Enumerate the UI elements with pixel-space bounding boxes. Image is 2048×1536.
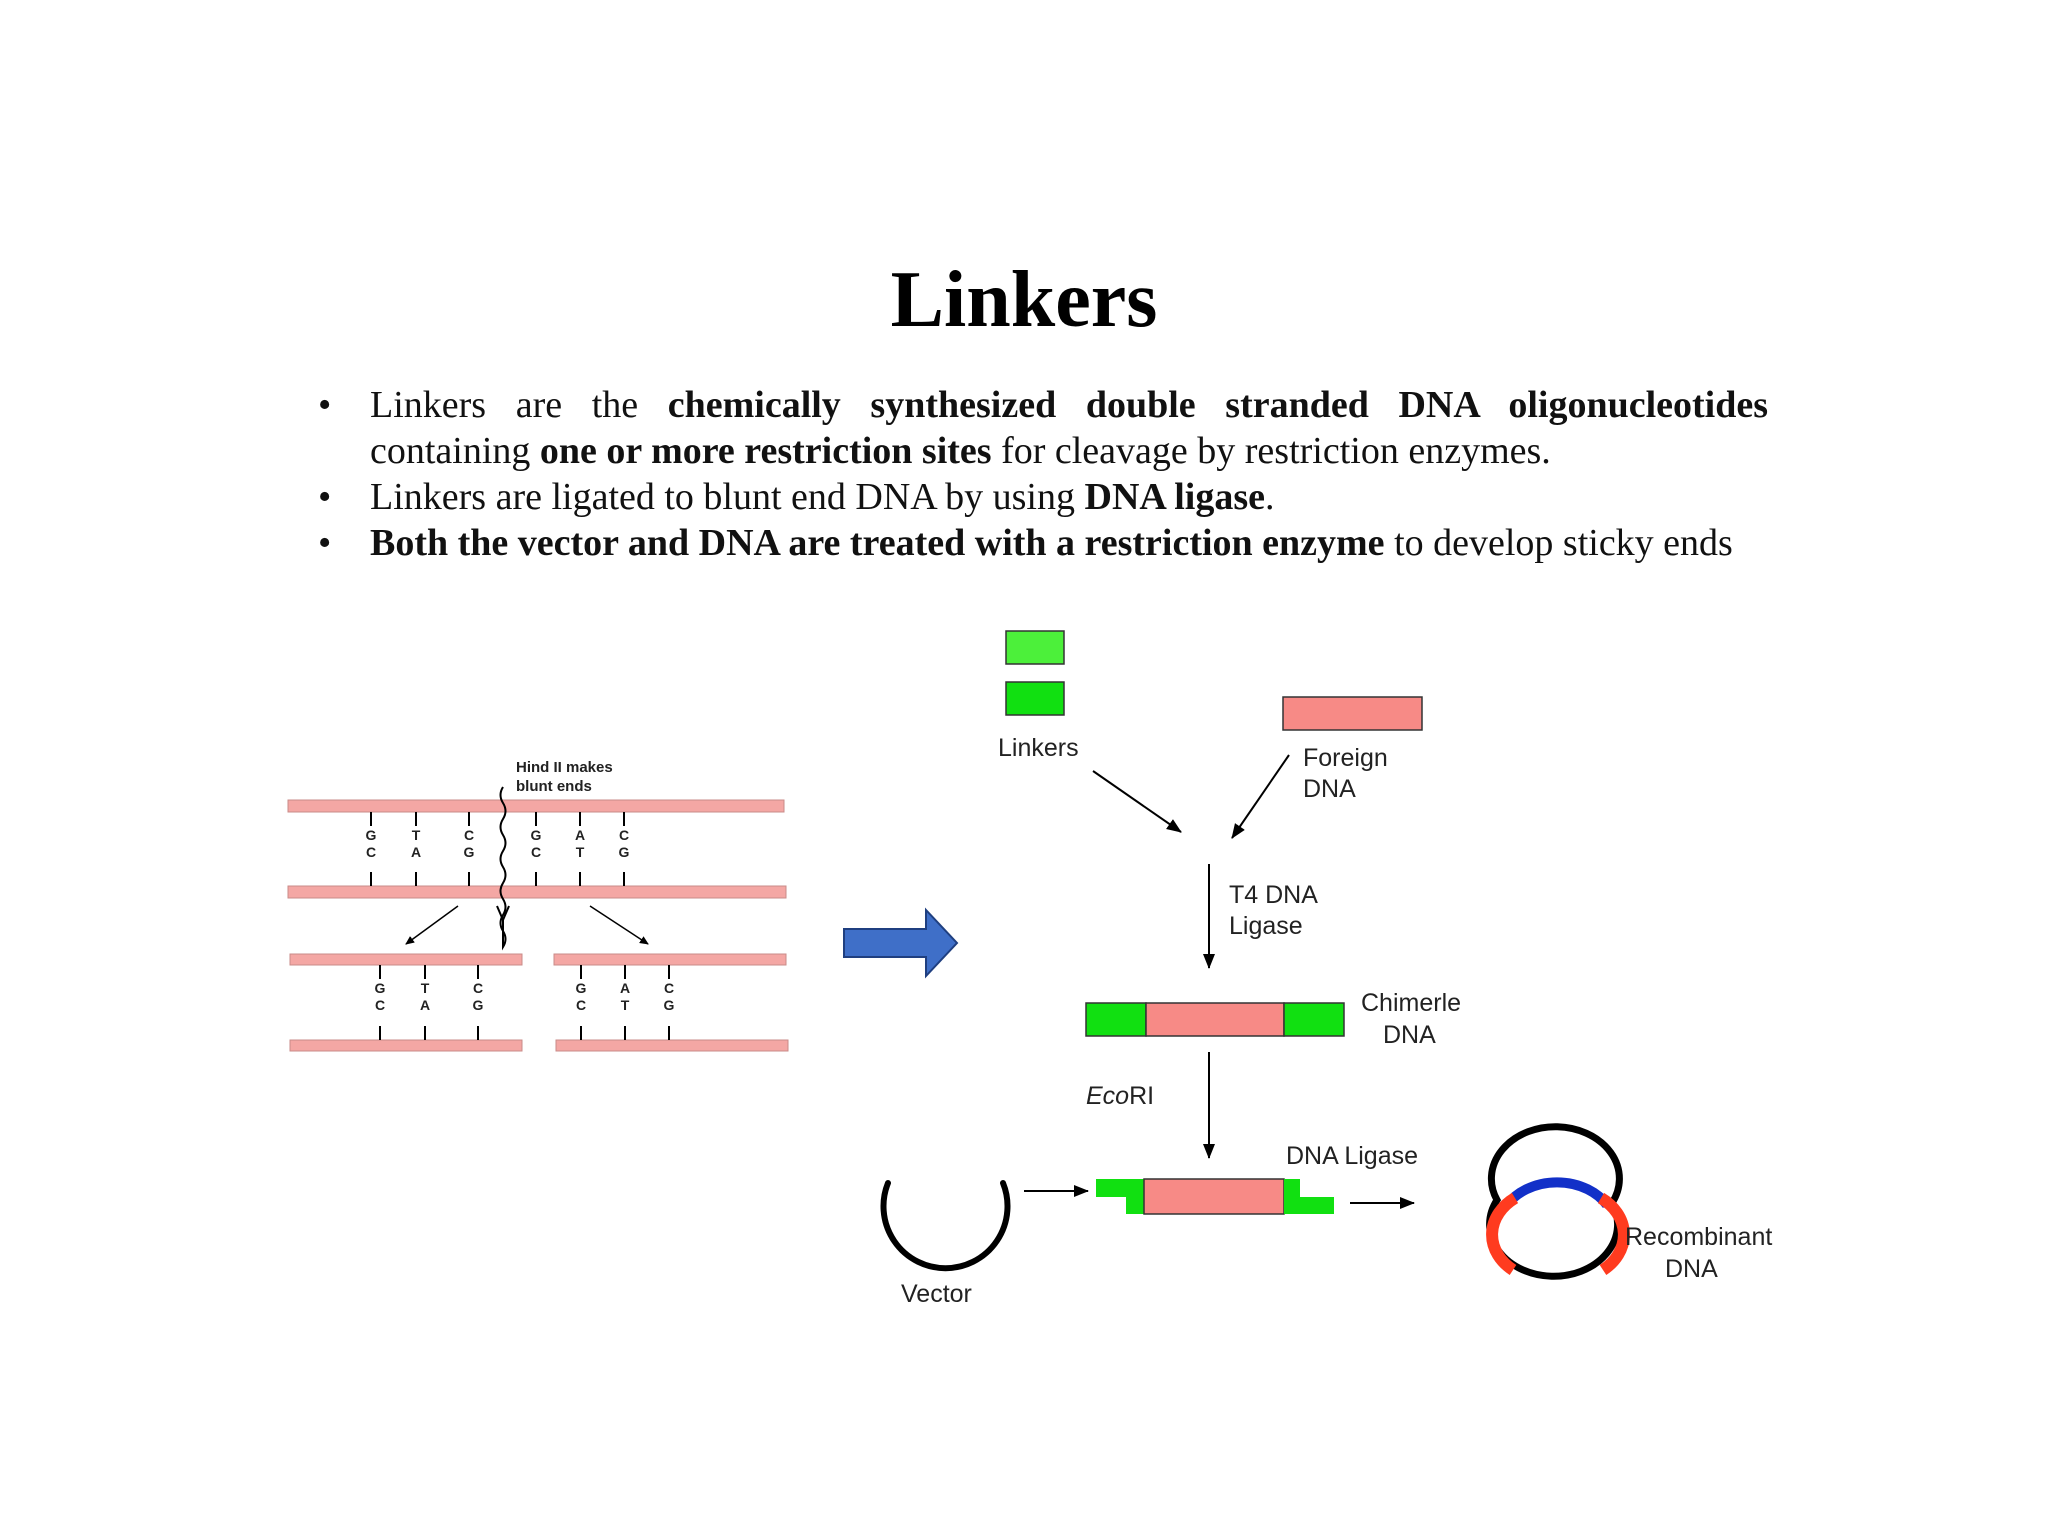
cut-line [499,786,507,951]
bullet-item-3: • Both the vector and DNA are treated wi… [318,520,1768,566]
nucleotide-label: T [412,827,421,843]
nucleotide-label: C [375,997,385,1013]
nucleotide-label: C [366,844,376,860]
nucleotide-label: T [621,997,630,1013]
cut-label-line1: Hind II makes [516,759,613,776]
bullet-bold-segment: Both the vector and DNA are treated with… [370,522,1385,564]
left-fragment-bottom-strand [289,1039,523,1052]
foreign-arrow [1231,754,1290,839]
nucleotide-label: A [420,997,430,1013]
bullet-text-segment: for cleavage by restriction enzymes. [991,430,1551,472]
bottom-strand [287,885,787,899]
bullet-text-segment: to develop sticky ends [1384,522,1733,564]
nucleotide-label: G [366,827,377,843]
nucleotide-label: G [664,997,675,1013]
nucleotide-label: G [619,844,630,860]
bullet-bold-segment: DNA ligase [1084,476,1266,518]
ligase-label-line1: T4 DNA [1229,881,1318,909]
plasmid-red-right [1597,1192,1630,1276]
dna-ligase-label: DNA Ligase [1286,1142,1418,1170]
sticky-end-right [1284,1179,1334,1214]
vector-icon [880,1180,1011,1272]
nucleotide-label: G [531,827,542,843]
bullet-text-segment: . [1265,476,1275,518]
process-arrow-icon [843,907,959,979]
bullet-text-segment: containing [370,430,540,472]
sticky-end-left [1096,1179,1146,1214]
chimeric-foreign-middle [1145,1002,1285,1037]
nucleotide-label: A [575,827,585,843]
bullet-bold-segment: one or more restriction sites [539,430,992,472]
nucleotide-label: T [576,844,585,860]
nucleotide-label: C [576,997,586,1013]
sticky-foreign-middle [1143,1178,1285,1215]
ecori-italic: Eco [1086,1082,1129,1110]
vector-label: Vector [901,1280,972,1308]
ligase-label-line2: Ligase [1229,912,1303,940]
linker-block-bottom [1005,681,1065,716]
linker-block-top [1005,630,1065,665]
slide-title: Linkers [890,256,1158,344]
plasmid-blue-segment [1502,1177,1612,1209]
right-fragment-top-strand [553,953,787,966]
foreign-label-line1: Foreign [1303,744,1388,772]
nucleotide-label: G [576,980,587,996]
recombinant-label-line1: Recombinant [1625,1223,1772,1251]
recombinant-label-line2: DNA [1665,1255,1718,1283]
nucleotide-label: G [464,844,475,860]
nucleotide-label: G [375,980,386,996]
plasmid-red-left [1486,1192,1519,1276]
chimeric-label-line1: Chimerle [1361,989,1461,1017]
nucleotide-label: G [473,997,484,1013]
bullet-dot: • [318,522,332,564]
bullet-list: • Linkers are the chemically synthesized… [318,382,1768,566]
linkers-arrow [1092,770,1182,833]
nucleotide-label: C [464,827,474,843]
bullet-item-1: • Linkers are the chemically synthesized… [318,382,1768,474]
foreign-label-line2: DNA [1303,775,1356,803]
nucleotide-label: C [531,844,541,860]
right-fragment-bottom-strand [555,1039,789,1052]
top-strand [287,799,785,813]
foreign-dna-block [1282,696,1423,731]
cut-label-line2: blunt ends [516,778,592,795]
nucleotide-label: T [421,980,430,996]
bullet-dot: • [318,476,332,518]
ecori-label: EcoRI [1086,1082,1154,1110]
chimeric-linker-right [1283,1002,1345,1037]
split-arrow-right [589,905,649,945]
chimeric-label-line2: DNA [1383,1021,1436,1049]
left-fragment-top-strand [289,953,523,966]
bullet-item-2: • Linkers are ligated to blunt end DNA b… [318,474,1768,520]
ecori-rest: RI [1129,1082,1154,1110]
split-arrow-left [405,905,459,945]
bullet-dot: • [318,384,332,426]
nucleotide-label: A [620,980,630,996]
nucleotide-label: A [411,844,421,860]
cut-line-tip [496,905,510,923]
bullet-text-segment: Linkers are the [370,384,668,426]
nucleotide-label: C [664,980,674,996]
nucleotide-label: C [619,827,629,843]
nucleotide-label: C [473,980,483,996]
linkers-label: Linkers [998,734,1079,762]
chimeric-linker-left [1085,1002,1147,1037]
bullet-bold-segment: chemically synthesized double stranded D… [667,384,1768,426]
bullet-text-segment: Linkers are ligated to blunt end DNA by … [370,476,1085,518]
